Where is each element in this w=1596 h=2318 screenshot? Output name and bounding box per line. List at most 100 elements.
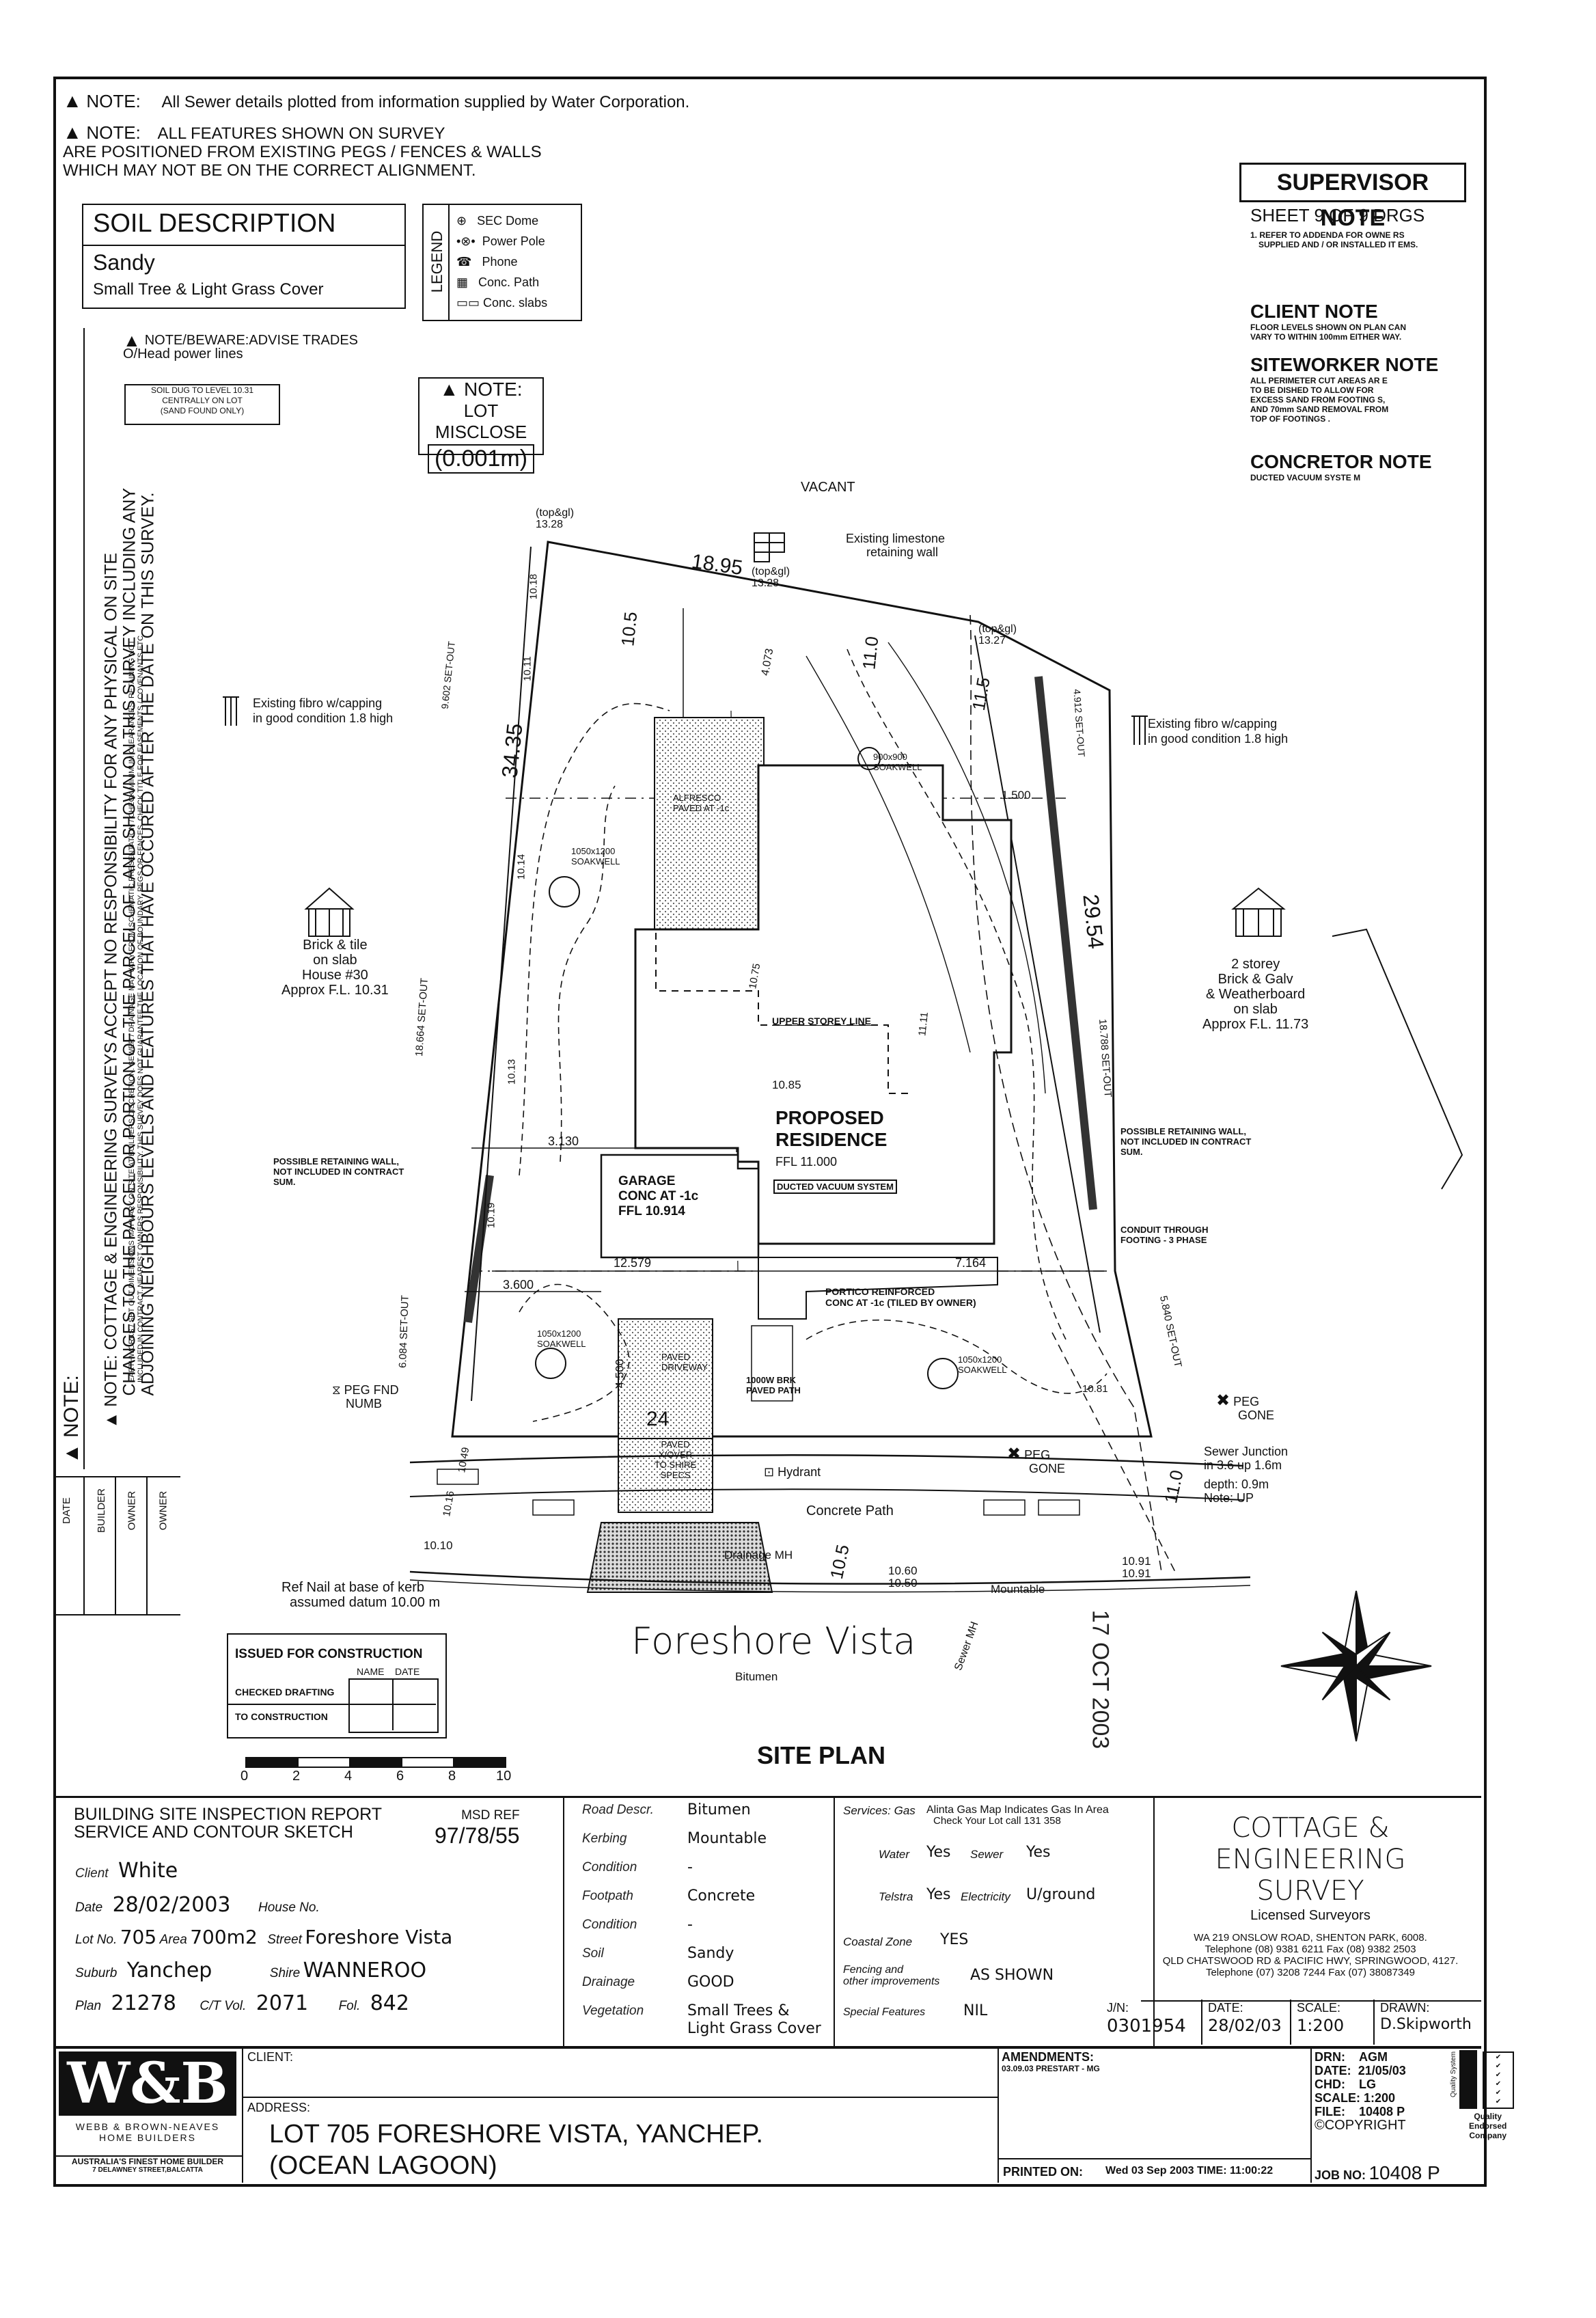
inspection-report — [53, 1796, 1481, 2049]
label-retaining-right: POSSIBLE RETAINING WALL,NOT INCLUDED IN … — [1120, 1126, 1252, 1157]
misclose-value: (0.001m) — [428, 444, 534, 474]
dim: 1.500 — [1002, 789, 1031, 802]
legend-item: Phone — [482, 255, 518, 269]
soakwell — [927, 1358, 959, 1389]
peg-icon: ⧖ — [332, 1383, 341, 1397]
proposed-residence — [634, 764, 1013, 1245]
lot-row: Lot No. 705 Area 700m2 Street Foreshore … — [75, 1926, 453, 1948]
note-1-text: All Sewer details plotted from informati… — [161, 93, 690, 111]
drawing-info: DRN: AGM DATE: 21/05/03 CHD: LG SCALE: 1… — [1315, 2050, 1406, 2133]
level: 10.13 — [506, 1059, 518, 1085]
soil-type: Sandy — [93, 250, 155, 275]
street-name: Foreshore Vista — [631, 1620, 916, 1663]
address-line-2: (OCEAN LAGOON) — [269, 2151, 497, 2180]
title-block — [53, 2046, 1481, 2183]
site-plan-title: SITE PLAN — [757, 1741, 886, 1769]
lot-boundary — [451, 541, 1153, 1438]
kerb-line — [409, 1570, 1251, 1585]
level: (top&gl)13.28 — [536, 507, 575, 530]
dim: 3.600 — [503, 1278, 534, 1292]
plan-row: Plan 21278 C/T Vol. 2071 Fol. 842 — [75, 1991, 409, 2015]
address-line-1: LOT 705 FORESHORE VISTA, YANCHEP. — [269, 2120, 763, 2149]
beware-line1: NOTE/BEWARE:ADVISE TRADES — [144, 333, 359, 348]
power-pole-icon: •⊗• — [456, 234, 476, 248]
dim: 7.164 — [955, 1256, 987, 1270]
soil-cover: Small Tree & Light Grass Cover — [93, 280, 324, 299]
report-footer: J/N: 0301954 DATE: 28/02/03 SCALE: 1:200… — [1100, 2000, 1481, 2045]
hydrant-icon: ⊡ — [764, 1465, 775, 1479]
supervisor-note-body: SHEET 9 OF 9 DRGS 1. REFER TO ADDENDA FO… — [1250, 205, 1425, 249]
surveyor-company: COTTAGE & ENGINEERING SURVEY Licensed Su… — [1162, 1812, 1459, 1978]
label-ducted: DUCTED VACUUM SYSTEM — [773, 1180, 897, 1194]
legend-item: Power Pole — [482, 234, 545, 248]
note-2-label: NOTE: — [86, 122, 141, 143]
sign-strip: DATE BUILDER OWNER OWNER — [53, 1476, 180, 1615]
alfresco-slab — [654, 717, 765, 930]
beware-note: ▲ NOTE/BEWARE:ADVISE TRADES O/Head power… — [123, 331, 359, 361]
level: (top&gl)13.28 — [752, 566, 790, 589]
note-1-label: NOTE: — [86, 91, 141, 111]
amendments-label: AMENDMENTS: — [1002, 2050, 1094, 2064]
dim: 4.500 — [613, 1359, 627, 1389]
client-row: Client White — [75, 1859, 178, 1883]
soakwell — [535, 1348, 566, 1379]
legend-item: Conc. slabs — [483, 296, 548, 310]
scale-tick: 6 — [396, 1769, 404, 1784]
wb-logo: W&B — [59, 2051, 236, 2116]
label-upper-storey: UPPER STOREY LINE — [772, 1015, 871, 1026]
level: 10.18 — [527, 573, 540, 600]
note-2-line2: ARE POSITIONED FROM EXISTING PEGS / FENC… — [63, 143, 542, 161]
quality-side: Quality System — [1450, 2051, 1458, 2098]
wb-tagline: AUSTRALIA'S FINEST HOME BUILDER 7 DELAWN… — [53, 2155, 242, 2174]
supervisor-note-title: SUPERVISOR NOTE — [1239, 163, 1466, 231]
warning-icon: ▲ — [63, 122, 82, 143]
level: 10.85 — [772, 1078, 801, 1091]
drawing-frame — [53, 77, 1487, 2187]
quality-checks: ✔✔✔✔✔✔ — [1483, 2051, 1514, 2109]
level: 11.0 — [858, 635, 883, 671]
warning-icon: ▲ — [63, 90, 82, 111]
scale-tick: 0 — [240, 1769, 249, 1784]
scale-tick: 2 — [292, 1769, 301, 1784]
wb-logo-sub: WEBB & BROWN-NEAVES HOME BUILDERS — [75, 2121, 220, 2143]
misclose-box: ▲ NOTE: LOT MISCLOSE (0.001m) — [418, 377, 544, 474]
level: 10.11 — [521, 656, 534, 681]
note-1: ▲ NOTE: All Sewer details plotted from i… — [63, 90, 689, 112]
printed-label: PRINTED ON: — [1003, 2165, 1083, 2179]
scale-tick: 8 — [448, 1769, 456, 1784]
house-30 — [304, 887, 355, 937]
legend-item: SEC Dome — [477, 214, 539, 228]
suburb-row: Suburb Yanchep Shire WANNEROO — [75, 1959, 427, 1982]
note-2-line1: ALL FEATURES SHOWN ON SURVEY — [157, 124, 445, 143]
scale-bar — [245, 1757, 506, 1768]
north-arrow-icon — [1280, 1590, 1432, 1742]
concretor-note: CONCRETOR NOTE DUCTED VACUUM SYSTE M — [1250, 451, 1432, 482]
address-label: ADDRESS: — [247, 2101, 311, 2114]
quality-badge — [1459, 2050, 1477, 2109]
house-neighbour-right — [1231, 887, 1286, 937]
label-concrete-path: Concrete Path — [806, 1503, 894, 1518]
note-2-line3: WHICH MAY NOT BE ON THE CORRECT ALIGNMEN… — [63, 161, 476, 180]
soakwell — [549, 876, 580, 908]
label-bitumen: Bitumen — [735, 1670, 778, 1683]
received-stamp: 17 OCT 2003 — [1087, 1609, 1114, 1749]
date-row: Date 28/02/2003 House No. — [75, 1893, 320, 1917]
warning-icon: ▲ — [439, 379, 459, 400]
